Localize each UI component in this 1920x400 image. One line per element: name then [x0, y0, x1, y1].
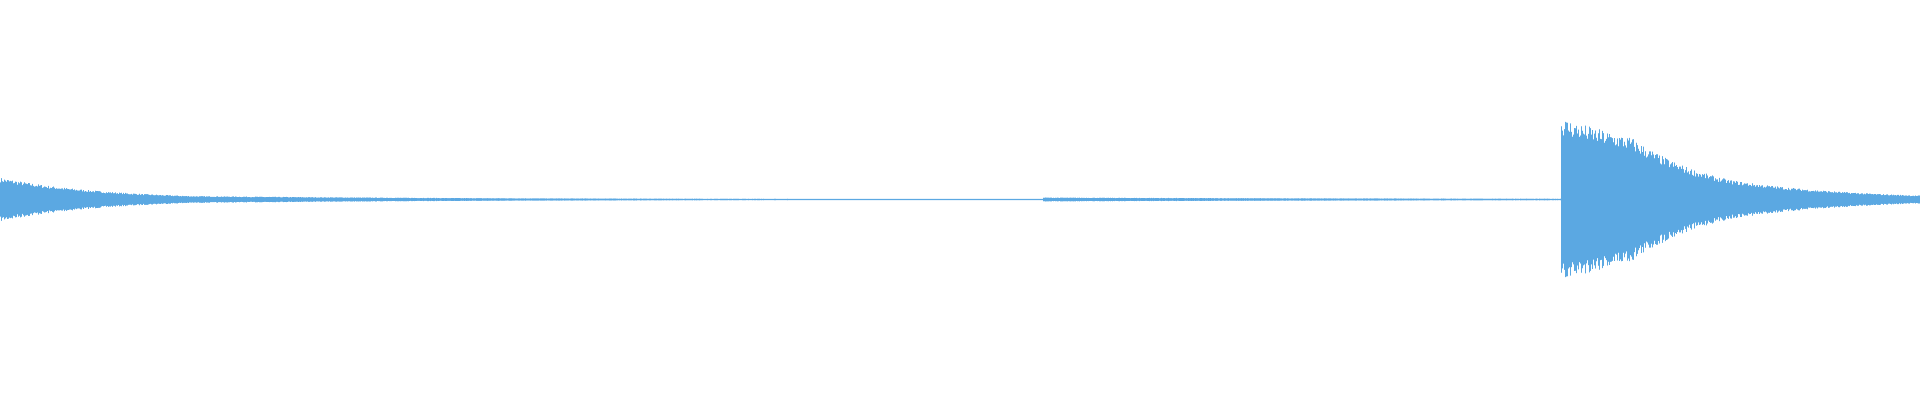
waveform-envelope [0, 121, 1920, 278]
